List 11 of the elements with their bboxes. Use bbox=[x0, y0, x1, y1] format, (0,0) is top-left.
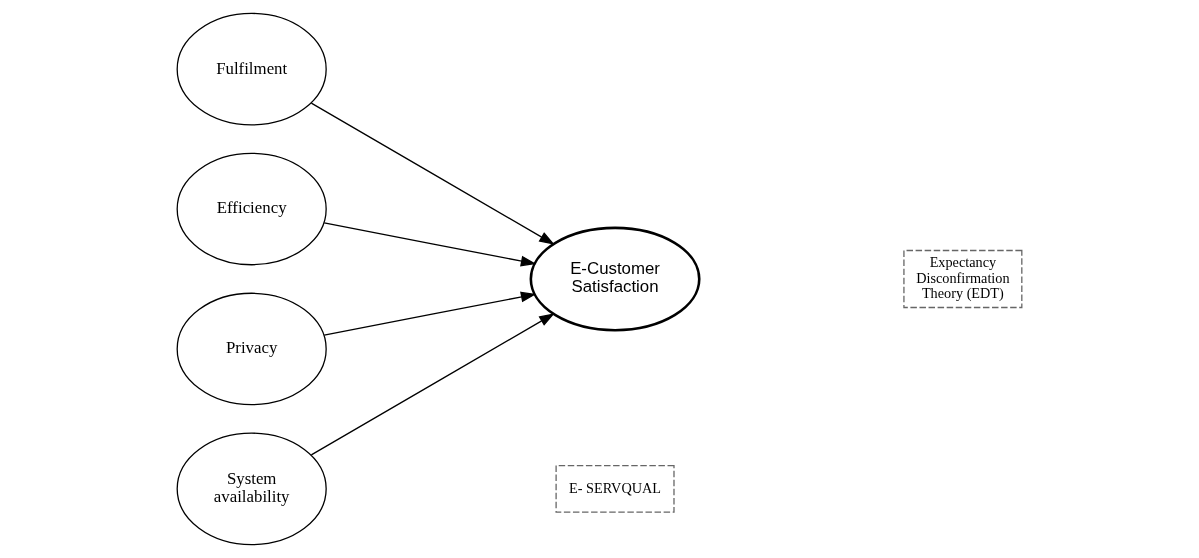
node-ellipse: System availability bbox=[176, 432, 327, 546]
node-ellipse: Privacy bbox=[176, 292, 327, 406]
node-ellipse: Efficiency bbox=[176, 152, 327, 266]
node-ellipse: Fulfilment bbox=[176, 12, 327, 126]
arrow bbox=[310, 102, 555, 245]
arrow bbox=[310, 313, 555, 456]
node-ellipse: E-Customer Satisfaction bbox=[529, 226, 701, 332]
node-box: E- SERVQUAL bbox=[555, 464, 675, 513]
arrow bbox=[323, 291, 537, 336]
arrow bbox=[323, 222, 537, 267]
node-box: Expectancy Disconfirmation Theory (EDT) bbox=[903, 249, 1023, 309]
